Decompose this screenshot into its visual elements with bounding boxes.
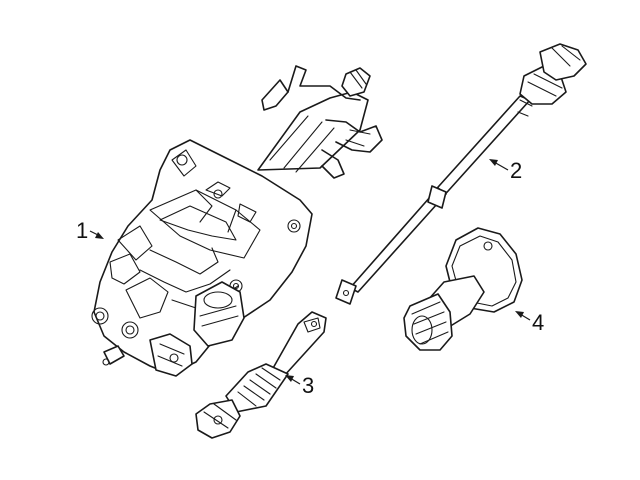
callout-arrow-3 bbox=[285, 375, 294, 382]
dash-seal-boot bbox=[403, 227, 523, 351]
callout-1: 1 bbox=[76, 218, 104, 243]
lower-shaft-with-boot bbox=[195, 311, 327, 439]
callout-2: 2 bbox=[489, 158, 522, 183]
callout-label-3: 3 bbox=[302, 373, 314, 398]
callout-label-2: 2 bbox=[510, 158, 522, 183]
callout-label-4: 4 bbox=[532, 310, 544, 335]
callout-arrow-2 bbox=[489, 159, 498, 166]
callout-3: 3 bbox=[285, 373, 314, 398]
callout-label-1: 1 bbox=[76, 218, 88, 243]
callout-4: 4 bbox=[515, 310, 544, 335]
steering-column-assembly bbox=[91, 65, 383, 377]
callout-leader-2 bbox=[493, 161, 509, 171]
callout-arrow-4 bbox=[515, 311, 524, 318]
intermediate-shaft bbox=[335, 43, 587, 305]
callout-arrow-1 bbox=[95, 232, 104, 239]
